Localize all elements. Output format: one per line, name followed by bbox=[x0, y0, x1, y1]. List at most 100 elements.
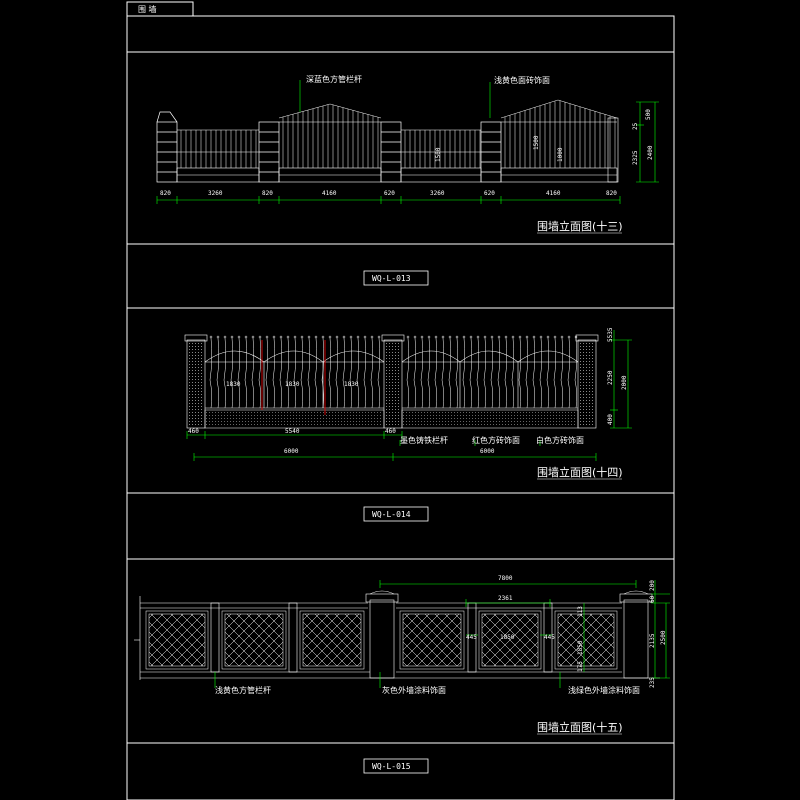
iron-bar bbox=[258, 337, 262, 409]
texture-dot bbox=[556, 412, 557, 413]
texture-dot bbox=[278, 415, 279, 416]
texture-dot bbox=[562, 418, 563, 419]
lattice-panel bbox=[299, 610, 365, 670]
dim-text: 1830 bbox=[285, 381, 300, 388]
lattice-line bbox=[523, 651, 539, 667]
texture-dot bbox=[389, 418, 390, 419]
texture-dot bbox=[508, 421, 509, 422]
texture-dot bbox=[392, 400, 393, 401]
lattice-line bbox=[402, 613, 450, 661]
lattice-line bbox=[406, 613, 460, 667]
texture-dot bbox=[398, 415, 399, 416]
iron-bar bbox=[539, 337, 543, 409]
texture-dot bbox=[430, 424, 431, 425]
texture-dot bbox=[502, 415, 503, 416]
texture-dot bbox=[212, 412, 213, 413]
texture-dot bbox=[586, 424, 587, 425]
texture-dot bbox=[192, 376, 193, 377]
texture-dot bbox=[189, 349, 190, 350]
bar-finial bbox=[532, 335, 536, 339]
texture-dot bbox=[589, 421, 590, 422]
texture-dot bbox=[412, 412, 413, 413]
dim-text: 445 bbox=[466, 634, 477, 641]
texture-dot bbox=[338, 424, 339, 425]
texture-dot bbox=[189, 367, 190, 368]
texture-dot bbox=[314, 421, 315, 422]
texture-dot bbox=[559, 415, 560, 416]
texture-dot bbox=[424, 415, 425, 416]
texture-dot bbox=[383, 418, 384, 419]
texture-dot bbox=[356, 415, 357, 416]
texture-dot bbox=[201, 415, 202, 416]
texture-dot bbox=[374, 418, 375, 419]
label-facing: 浅黄色面砖饰面 bbox=[494, 75, 550, 85]
texture-dot bbox=[189, 343, 190, 344]
lattice-line bbox=[513, 641, 539, 667]
bar-finial bbox=[293, 335, 297, 339]
dim-text: 4160 bbox=[546, 190, 561, 197]
texture-dot bbox=[218, 421, 219, 422]
lattice-line bbox=[557, 613, 583, 639]
texture-dot bbox=[559, 421, 560, 422]
texture-dot bbox=[526, 424, 527, 425]
texture-dot bbox=[263, 424, 264, 425]
texture-dot bbox=[583, 418, 584, 419]
texture-dot bbox=[341, 424, 342, 425]
texture-dot bbox=[314, 418, 315, 419]
bar-finial bbox=[377, 335, 381, 339]
dims-right-13: 500 25 2325 2400 bbox=[632, 109, 654, 165]
texture-dot bbox=[589, 412, 590, 413]
elevation-15: 7800 2361 200 60 2135 2500 235 445 1850 … bbox=[134, 575, 670, 774]
texture-dot bbox=[589, 415, 590, 416]
texture-dot bbox=[317, 424, 318, 425]
texture-dot bbox=[326, 424, 327, 425]
texture-dot bbox=[212, 415, 213, 416]
texture-dot bbox=[511, 415, 512, 416]
texture-dot bbox=[556, 418, 557, 419]
lattice-line bbox=[302, 651, 318, 667]
dim-text: 400 bbox=[607, 414, 614, 425]
iron-bar bbox=[307, 337, 311, 409]
dimension-line-bottom bbox=[156, 196, 621, 204]
texture-dot bbox=[195, 406, 196, 407]
texture-dot bbox=[583, 346, 584, 347]
texture-dot bbox=[398, 424, 399, 425]
texture-dot bbox=[392, 394, 393, 395]
dim-text: 1850 bbox=[500, 634, 515, 641]
texture-dot bbox=[415, 415, 416, 416]
lattice-line bbox=[190, 613, 206, 629]
texture-dot bbox=[577, 415, 578, 416]
texture-dot bbox=[475, 424, 476, 425]
texture-dot bbox=[323, 412, 324, 413]
lattice-line bbox=[557, 641, 583, 667]
texture-dot bbox=[189, 394, 190, 395]
texture-dot bbox=[592, 412, 593, 413]
texture-dot bbox=[389, 367, 390, 368]
texture-dot bbox=[192, 397, 193, 398]
dim-text: 1000 bbox=[557, 147, 564, 162]
texture-dot bbox=[392, 370, 393, 371]
texture-dot bbox=[365, 424, 366, 425]
texture-dot bbox=[586, 346, 587, 347]
texture-dot bbox=[583, 412, 584, 413]
texture-dot bbox=[389, 415, 390, 416]
texture-dot bbox=[386, 412, 387, 413]
texture-dot bbox=[195, 403, 196, 404]
texture-dot bbox=[189, 364, 190, 365]
bar-finial bbox=[483, 335, 487, 339]
texture-dot bbox=[517, 415, 518, 416]
texture-dot bbox=[320, 412, 321, 413]
texture-dot bbox=[409, 418, 410, 419]
lattice-line bbox=[609, 613, 615, 619]
texture-dot bbox=[398, 370, 399, 371]
texture-dot bbox=[254, 415, 255, 416]
lattice-line bbox=[302, 613, 310, 621]
texture-dot bbox=[592, 391, 593, 392]
dim-text: 3260 bbox=[430, 190, 445, 197]
lattice-panel-inner bbox=[148, 613, 206, 667]
texture-dot bbox=[589, 358, 590, 359]
texture-dot bbox=[209, 415, 210, 416]
texture-dot bbox=[580, 355, 581, 356]
texture-dot bbox=[406, 418, 407, 419]
texture-dot bbox=[505, 412, 506, 413]
